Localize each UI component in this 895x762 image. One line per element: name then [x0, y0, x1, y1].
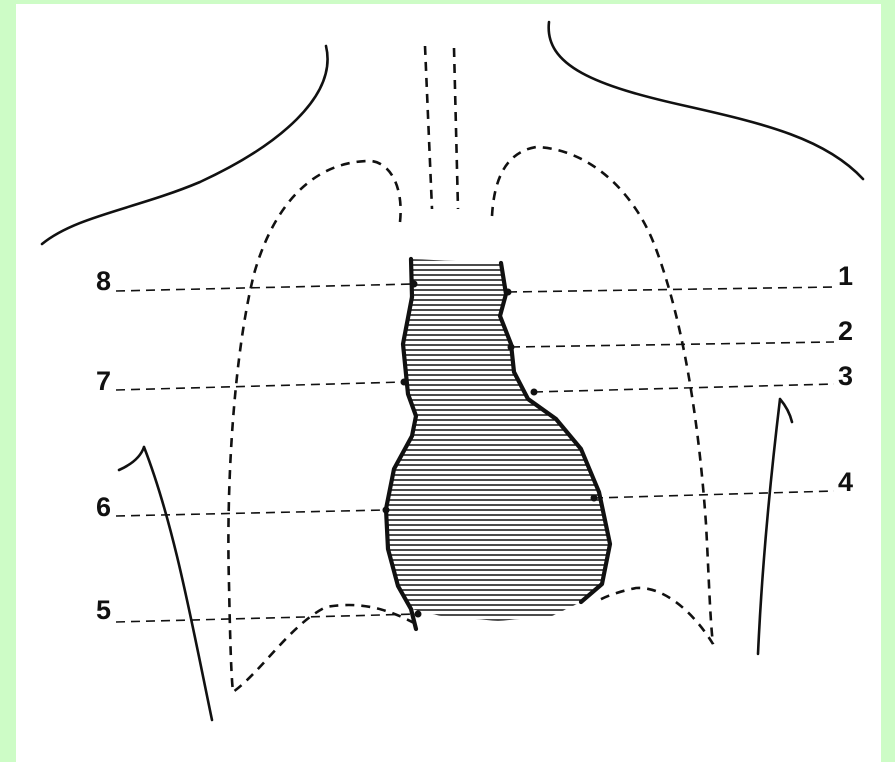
marker-dot-6 [383, 507, 390, 514]
leader-line-3 [534, 384, 834, 392]
chest-diagram: 1 2 3 4 5 6 7 8 [16, 4, 881, 762]
label-3: 3 [838, 361, 853, 391]
marker-dot-5 [415, 611, 422, 618]
marker-dot-2 [508, 344, 515, 351]
left-lung-outline [228, 161, 416, 692]
label-8: 8 [96, 266, 111, 296]
label-1: 1 [838, 261, 853, 291]
marker-dot-8 [411, 281, 418, 288]
leader-line-7 [116, 382, 404, 390]
heart-top-edge [411, 259, 412, 297]
diagram-frame: 1 2 3 4 5 6 7 8 [16, 4, 881, 762]
right-ribcage-outline [758, 399, 792, 654]
right-shoulder-outline [549, 22, 863, 179]
label-4: 4 [838, 467, 853, 497]
leader-line-2 [511, 342, 834, 347]
leader-line-5 [116, 614, 418, 622]
marker-dot-7 [401, 379, 408, 386]
leader-line-4 [594, 491, 834, 498]
label-2: 2 [838, 316, 853, 346]
label-6: 6 [96, 492, 111, 522]
marker-dot-1 [505, 289, 512, 296]
heart-left-border [500, 263, 610, 602]
trachea-right-wall [454, 48, 458, 209]
heart-right-border [386, 297, 416, 629]
marker-dot-4 [591, 495, 598, 502]
leader-line-1 [508, 287, 834, 292]
leader-line-8 [116, 284, 414, 291]
label-5: 5 [96, 595, 111, 625]
left-shoulder-outline [42, 46, 328, 244]
leader-line-6 [116, 510, 386, 516]
marker-dot-3 [531, 389, 538, 396]
left-ribcage-outline [119, 447, 212, 720]
trachea-left-wall [425, 46, 432, 209]
label-7: 7 [96, 366, 111, 396]
